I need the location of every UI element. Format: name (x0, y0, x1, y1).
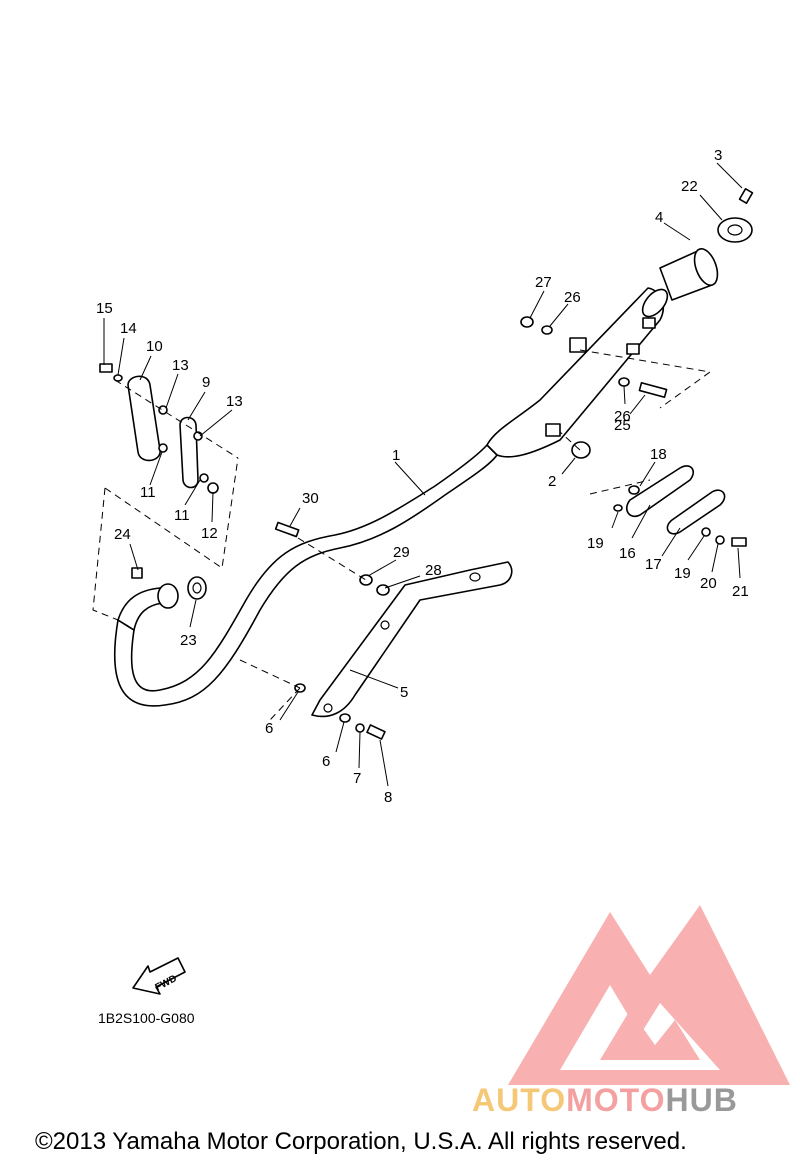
callout-24: 24 (114, 526, 131, 543)
callout-19a: 19 (587, 535, 604, 552)
callout-11b: 11 (174, 507, 190, 524)
brand-hub: HUB (665, 1082, 738, 1118)
callout-14: 14 (120, 320, 137, 337)
callout-7: 7 (353, 770, 361, 787)
muffler-stay (311, 561, 513, 718)
bracket-plates (625, 465, 726, 535)
callout-16: 16 (619, 545, 636, 562)
drawing-code: 1B2S100-G080 (98, 1010, 195, 1026)
callout-19b: 19 (674, 565, 691, 582)
callout-20: 20 (700, 575, 717, 592)
callout-8: 8 (384, 789, 392, 806)
callout-13b: 13 (226, 393, 243, 410)
assembly-dashed-lines (92, 349, 712, 721)
callout-10: 10 (146, 338, 163, 355)
callout-2: 2 (548, 473, 556, 490)
callout-12: 12 (201, 525, 218, 542)
callout-13a: 13 (172, 357, 189, 374)
callout-17: 17 (645, 556, 662, 573)
callout-27: 27 (535, 274, 552, 291)
callout-21: 21 (732, 583, 749, 600)
callout-23: 23 (180, 632, 197, 649)
callout-6b: 6 (322, 753, 330, 770)
callout-26a: 26 (564, 289, 581, 306)
callout-15: 15 (96, 300, 113, 317)
callout-3: 3 (714, 147, 722, 164)
brand-auto: AUTO (472, 1082, 567, 1118)
brand-moto: MOTO (566, 1082, 666, 1118)
callout-1: 1 (392, 447, 400, 464)
heat-protector-plates (127, 375, 199, 489)
watermark-logo (508, 905, 790, 1085)
callout-4: 4 (655, 209, 663, 226)
callout-25: 25 (614, 417, 631, 434)
callout-30: 30 (302, 490, 319, 507)
copyright-notice: ©2013 Yamaha Motor Corporation, U.S.A. A… (35, 1128, 687, 1155)
callout-labels: 1 2 3 4 5 6 6 7 8 9 10 11 11 12 13 13 14… (96, 147, 749, 806)
callout-6a: 6 (265, 720, 273, 737)
muffler (486, 188, 754, 458)
callout-11a: 11 (140, 484, 156, 501)
callout-18: 18 (650, 446, 667, 463)
fwd-arrow-icon: FWD (132, 957, 186, 995)
leader-lines (103, 162, 743, 787)
callout-9: 9 (202, 374, 210, 391)
callout-5: 5 (400, 684, 408, 701)
callout-29: 29 (393, 544, 410, 561)
callout-26b: 26 (614, 408, 631, 425)
callout-28: 28 (425, 562, 442, 579)
watermark-brand: AUTOMOTOHUB (472, 1082, 738, 1119)
callout-22: 22 (681, 178, 698, 195)
